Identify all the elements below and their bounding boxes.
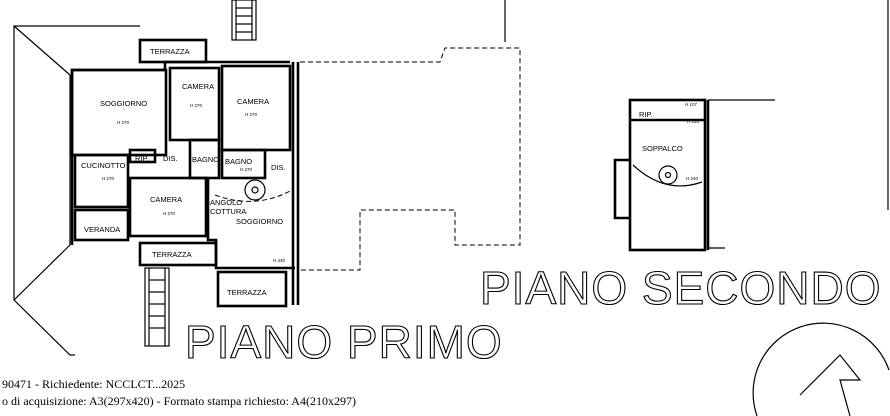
footer-requester: 90471 - Richiedente: NCCLCT...2025 bbox=[2, 377, 185, 391]
room-label: CAMERA bbox=[150, 195, 182, 204]
room-height: H 163 bbox=[687, 119, 700, 124]
room-label: BAGNO bbox=[225, 157, 252, 166]
room-height: H 270 bbox=[117, 120, 130, 125]
room-label: TERRAZZA bbox=[227, 288, 267, 297]
second-floor-title: PIANO SECONDO bbox=[480, 262, 882, 314]
roof-outline bbox=[13, 25, 140, 356]
room-label: TERRAZZA bbox=[150, 47, 190, 56]
bottom-staircase bbox=[144, 267, 170, 347]
room-label: VERANDA bbox=[84, 225, 120, 234]
room-label: TERRAZZA bbox=[152, 250, 192, 259]
north-arrow-icon bbox=[752, 322, 890, 416]
second-floor-walls bbox=[613, 0, 889, 252]
room-height: H 270 bbox=[245, 112, 258, 117]
room-height: H 270 bbox=[190, 103, 203, 108]
room-label: COTTURA bbox=[210, 207, 246, 216]
room-label: SOGGIORNO bbox=[236, 217, 283, 226]
room-label: RIP. bbox=[639, 110, 653, 119]
dashed-outline bbox=[300, 0, 521, 271]
footer-format: o di acquisizione: A3(297x420) - Formato… bbox=[2, 394, 356, 408]
room-label: RIP. bbox=[135, 154, 149, 163]
room-label: CUCINOTTO bbox=[81, 161, 126, 170]
room-label: BAGNO bbox=[192, 155, 219, 164]
room-label: CAMERA bbox=[237, 97, 269, 106]
room-height: H 240 bbox=[686, 176, 699, 181]
room-label: DIS. bbox=[163, 154, 178, 163]
room-label: CAMERA bbox=[182, 82, 214, 91]
room-height: H 107 bbox=[685, 102, 698, 107]
room-height: H 270 bbox=[163, 211, 176, 216]
room-height: H 270 bbox=[240, 167, 253, 172]
room-height: H 270 bbox=[102, 176, 115, 181]
room-label: DIS. bbox=[271, 163, 286, 172]
room-label: SOPPALCO bbox=[642, 144, 683, 153]
room-label: SOGGIORNO bbox=[100, 99, 147, 108]
room-height: H 430 bbox=[273, 258, 286, 263]
first-floor-title: PIANO PRIMO bbox=[185, 316, 503, 368]
first-floor-walls bbox=[70, 38, 300, 308]
top-staircase bbox=[231, 0, 257, 41]
room-label: ANGOLO bbox=[210, 198, 242, 207]
